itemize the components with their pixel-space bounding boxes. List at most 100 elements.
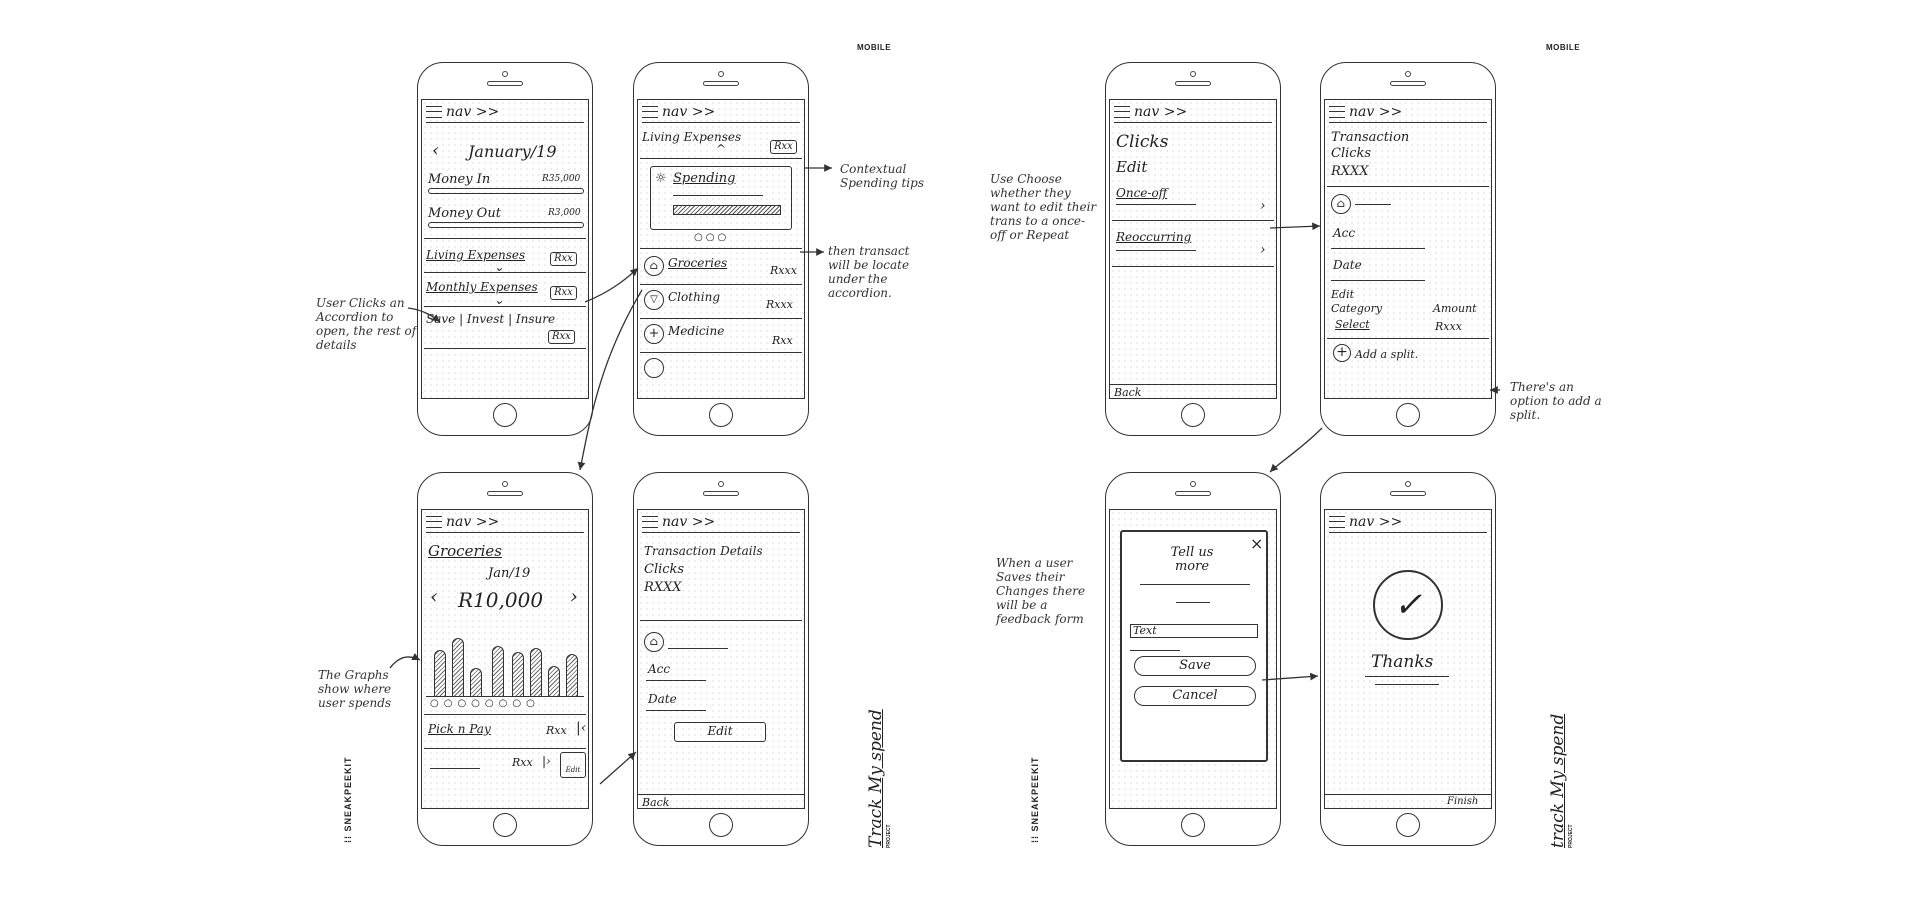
screen-edit-choice: nav >> Clicks Edit Once-off › Reoccurrin… xyxy=(1109,99,1277,399)
detail-line xyxy=(668,648,728,649)
divider xyxy=(640,158,802,159)
nav-label[interactable]: nav >> xyxy=(446,514,500,530)
option-reoccurring[interactable]: Reoccurring xyxy=(1116,230,1192,244)
category-label: Category xyxy=(1331,302,1383,315)
home-button[interactable] xyxy=(1396,403,1420,427)
hamburger-icon[interactable] xyxy=(1329,106,1345,118)
nav-bar[interactable]: nav >> xyxy=(426,104,584,123)
chevron-right-icon[interactable]: › xyxy=(1260,198,1266,214)
nav-label[interactable]: nav >> xyxy=(662,104,716,120)
nav-label[interactable]: nav >> xyxy=(1349,514,1403,530)
camera-icon xyxy=(1405,71,1411,77)
accordion-save[interactable]: Save | Invest | Insure xyxy=(426,312,556,326)
nav-label[interactable]: nav >> xyxy=(662,514,716,530)
add-split-button[interactable]: Add a split. xyxy=(1355,348,1419,361)
cancel-button[interactable]: Cancel xyxy=(1134,686,1256,706)
prev-icon[interactable]: ‹ xyxy=(430,584,438,608)
project-title-left: Track My spend PROJECT xyxy=(866,709,892,848)
item-groceries[interactable]: Groceries xyxy=(668,256,728,270)
home-button[interactable] xyxy=(709,813,733,837)
item-clothing[interactable]: Clothing xyxy=(668,290,721,304)
accordion-living[interactable]: Living Expenses xyxy=(426,248,526,262)
chevron-down-icon[interactable]: ⌄ xyxy=(494,260,505,274)
chevron-down-icon[interactable]: ⌄ xyxy=(494,293,505,307)
screen-transaction-edit: nav >> Transaction Clicks RXXX ⌂ Acc Dat… xyxy=(1324,99,1492,399)
nav-label[interactable]: nav >> xyxy=(1134,104,1188,120)
screen-dashboard: nav >> ‹ January/19 Money In R35,000 Mon… xyxy=(421,99,589,399)
row-chevron-icon[interactable]: |‹ xyxy=(576,720,587,736)
nav-bar[interactable]: nav >> xyxy=(1329,514,1487,533)
modal-title: Tell us more xyxy=(1170,545,1214,574)
hamburger-icon[interactable] xyxy=(1329,516,1345,528)
thanks-label: Thanks xyxy=(1371,652,1434,672)
text-field[interactable]: Text xyxy=(1130,624,1258,638)
home-button[interactable] xyxy=(709,403,733,427)
project-label: PROJECT xyxy=(886,824,892,848)
speaker-icon xyxy=(1390,81,1426,86)
home-button[interactable] xyxy=(1181,403,1205,427)
option-line xyxy=(1116,204,1196,205)
add-split-icon[interactable]: + xyxy=(1333,344,1351,362)
chevron-up-icon[interactable]: ^ xyxy=(716,142,727,156)
next-icon[interactable]: › xyxy=(570,584,578,608)
divider xyxy=(640,284,802,285)
home-button[interactable] xyxy=(493,813,517,837)
close-icon[interactable]: × xyxy=(1250,534,1264,553)
edit-button-label: Edit xyxy=(707,724,733,738)
money-in-bar xyxy=(428,188,584,194)
row-next-icon[interactable]: |› xyxy=(542,754,551,768)
split-amount[interactable]: Rxxx xyxy=(1435,320,1462,333)
nav-bar[interactable]: nav >> xyxy=(642,514,800,533)
arrow-graph-to-details xyxy=(599,751,637,785)
category-select[interactable]: Select xyxy=(1335,318,1370,331)
speaker-icon xyxy=(487,491,523,496)
spending-tip-card[interactable]: ☼ Spending xyxy=(650,166,792,230)
nav-label[interactable]: nav >> xyxy=(446,104,500,120)
carousel-dots[interactable]: ○○○ xyxy=(694,232,730,243)
back-button[interactable]: Back xyxy=(1114,386,1142,399)
section-amount: Rxx xyxy=(770,140,797,154)
divider xyxy=(640,620,802,621)
tip-title: Spending xyxy=(673,171,736,186)
nav-bar[interactable]: nav >> xyxy=(1114,104,1272,123)
brand-dots-icon: ⁞⁞ xyxy=(1030,831,1040,843)
chevron-right-icon[interactable]: › xyxy=(1260,242,1266,258)
hamburger-icon[interactable] xyxy=(642,516,658,528)
graph-bar xyxy=(470,668,482,696)
nav-bar[interactable]: nav >> xyxy=(426,514,584,533)
prev-month-icon[interactable]: ‹ xyxy=(432,140,440,161)
hamburger-icon[interactable] xyxy=(426,516,442,528)
home-button[interactable] xyxy=(1396,813,1420,837)
divider xyxy=(640,352,802,353)
phone-living-expenses: nav >> Living Expenses Rxx ^ ☼ Spending … xyxy=(633,62,809,436)
finish-button[interactable]: Finish xyxy=(1447,796,1479,807)
back-button[interactable]: Back xyxy=(642,796,670,809)
camera-icon xyxy=(1405,481,1411,487)
graph-week-dots[interactable]: ○○○○○○○○ xyxy=(430,698,540,709)
accordion-monthly[interactable]: Monthly Expenses xyxy=(426,280,538,294)
nav-bar[interactable]: nav >> xyxy=(642,104,800,123)
nav-label[interactable]: nav >> xyxy=(1349,104,1403,120)
hamburger-icon[interactable] xyxy=(642,106,658,118)
item-medicine-amount: Rxx xyxy=(772,334,793,347)
hamburger-icon[interactable] xyxy=(1114,106,1130,118)
graph-bar xyxy=(512,652,524,696)
option-once-off[interactable]: Once-off xyxy=(1116,186,1168,200)
hamburger-icon[interactable] xyxy=(426,106,442,118)
save-button[interactable]: Save xyxy=(1134,656,1256,676)
row-merchant[interactable]: Pick n Pay xyxy=(428,722,491,736)
speaker-icon xyxy=(703,81,739,86)
accordion-living-amount: Rxx xyxy=(550,252,577,266)
speaker-icon xyxy=(487,81,523,86)
brand-label-right: ⁞⁞ SNEAKPEEKIT xyxy=(1030,756,1040,843)
home-button[interactable] xyxy=(493,403,517,427)
item-medicine[interactable]: Medicine xyxy=(668,324,725,338)
project-title-text: track My spend xyxy=(1548,713,1568,848)
home-button[interactable] xyxy=(1181,813,1205,837)
edit-button[interactable]: Edit xyxy=(674,722,766,742)
nav-bar[interactable]: nav >> xyxy=(1329,104,1487,123)
phone-dashboard: nav >> ‹ January/19 Money In R35,000 Mon… xyxy=(417,62,593,436)
edit-button[interactable]: Edit xyxy=(560,752,586,778)
checkmark-icon: ✓ xyxy=(1373,570,1443,640)
